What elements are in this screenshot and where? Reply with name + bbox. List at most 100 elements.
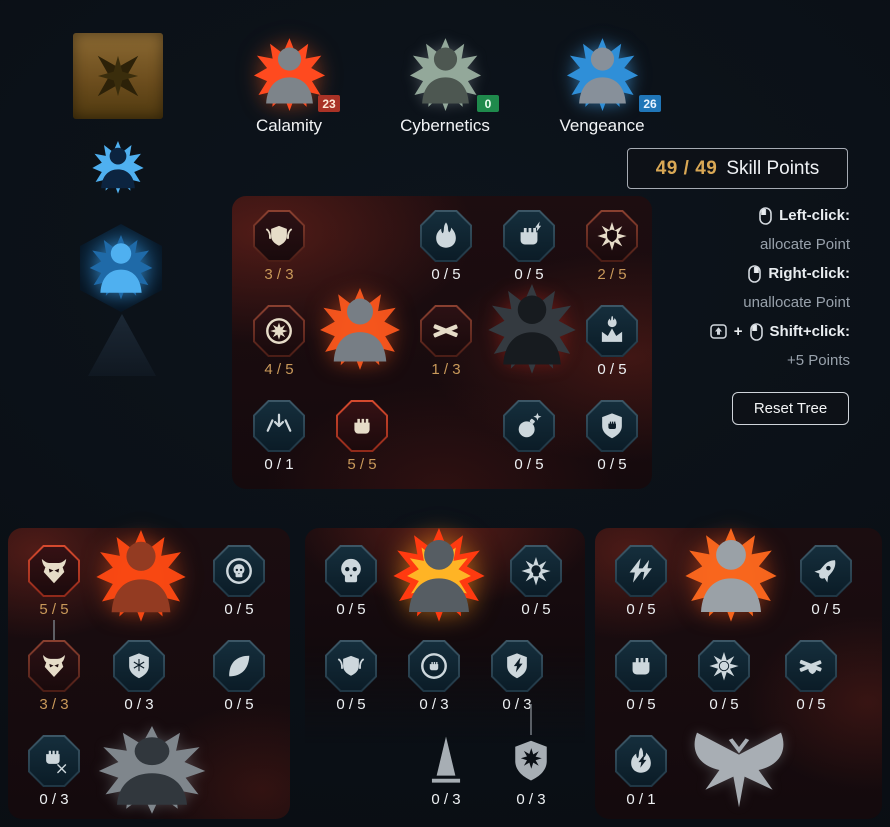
skill-node-spiked-shield[interactable]: 2 / 5	[586, 210, 638, 286]
bottom-middle-skill-panel: 0 / 5 0 / 5 0 / 5 0 / 3 0 / 3 0 / 3 0 / …	[305, 528, 585, 819]
skill-node-demon-horns[interactable]: 3 / 3	[28, 640, 80, 716]
skill-points-label: Skill Points	[726, 157, 820, 179]
sidebar-tree-banner[interactable]	[38, 139, 198, 197]
skill-node-rocket[interactable]: 0 / 5	[800, 545, 852, 621]
skill-node-skull[interactable]: 0 / 5	[325, 545, 377, 621]
skill-node-obelisk[interactable]: 0 / 3	[420, 733, 472, 809]
skill-node-leaf-burst[interactable]: 0 / 5	[213, 640, 265, 716]
tab-points-badge: 23	[318, 95, 340, 112]
skill-node-count: 4 / 5	[264, 361, 294, 378]
skill-node-count: 0 / 5	[811, 601, 841, 618]
skill-node-gun-shield[interactable]: 0 / 5	[785, 640, 837, 716]
skill-node-count: 0 / 5	[709, 696, 739, 713]
skill-node-count: 0 / 5	[336, 601, 366, 618]
skill-node-count: 3 / 3	[264, 266, 294, 283]
skill-node-count: 3 / 3	[39, 696, 69, 713]
skill-node-flame[interactable]: 0 / 5	[420, 210, 472, 286]
flame-icon	[431, 221, 461, 251]
legend-left-click-effect: allocate Point	[759, 236, 850, 253]
skill-node-shield-star[interactable]: 0 / 3	[505, 735, 557, 811]
flame-strike-icon	[626, 746, 656, 776]
skill-node-count: 0 / 5	[626, 696, 656, 713]
skill-node-spiked-star[interactable]: 0 / 5	[698, 640, 750, 716]
skill-node-count: 0 / 5	[431, 266, 461, 283]
skill-node-count: 0 / 3	[124, 696, 154, 713]
skill-node-fist[interactable]: 0 / 5	[615, 640, 667, 716]
skill-node-count: 1 / 3	[431, 361, 461, 378]
legend-right-click: Right-click:	[540, 259, 850, 288]
reset-tree-button[interactable]: Reset Tree	[732, 392, 849, 425]
skill-node-shield-fist[interactable]: 0 / 5	[586, 400, 638, 476]
bottom-right-skill-panel: 0 / 5 0 / 5 0 / 5 0 / 5 0 / 5 0 / 1	[595, 528, 882, 819]
demon-face-icon	[39, 556, 69, 586]
skill-node-count: 0 / 5	[514, 266, 544, 283]
mouse-left-icon	[759, 206, 772, 225]
skill-node-frost-shield[interactable]: 0 / 3	[113, 640, 165, 716]
skill-node-winged-shield[interactable]: 3 / 3	[253, 210, 305, 286]
skill-node-count: 0 / 5	[514, 456, 544, 473]
skill-node-winged-shield[interactable]: 0 / 5	[325, 640, 377, 716]
obelisk-icon	[421, 733, 471, 787]
calamity-class-icon: 23	[233, 34, 345, 113]
skill-node-demon-face[interactable]: 5 / 5	[28, 545, 80, 621]
skill-node-count: 0 / 3	[431, 791, 461, 808]
skill-node-count: 0 / 5	[597, 456, 627, 473]
winged-shield-icon	[336, 651, 366, 681]
frenzy-burst-icon	[264, 316, 294, 346]
legend-shift-click-effect: +5 Points	[787, 352, 850, 369]
center-skill-tree-panel: 3 / 3 0 / 5 0 / 5 2 / 5 4 / 5 1 / 3 0 / …	[232, 196, 652, 489]
tab-label: Cybernetics	[400, 116, 490, 135]
spiked-skull-icon	[521, 556, 551, 586]
skill-node-count: 0 / 5	[597, 361, 627, 378]
flame-warrior-art	[318, 288, 402, 372]
tab-label: Calamity	[255, 116, 323, 135]
skill-node-count: 5 / 5	[347, 456, 377, 473]
demon-horns-icon	[39, 651, 69, 681]
tab-cybernetics[interactable]: 0 Cybernetics	[386, 34, 504, 136]
fist-icon	[626, 651, 656, 681]
skill-node-gauntlet[interactable]: 5 / 5	[336, 400, 388, 476]
skill-points-value: 49 / 49	[655, 157, 718, 179]
skill-node-count: 0 / 1	[264, 456, 294, 473]
power-fist-icon	[514, 221, 544, 251]
skill-node-scatter-arrows[interactable]: 0 / 1	[253, 400, 305, 476]
skill-node-bomb[interactable]: 0 / 5	[503, 400, 555, 476]
tab-calamity[interactable]: 23 Calamity	[233, 34, 345, 136]
skill-node-fist-ring[interactable]: 0 / 3	[408, 640, 460, 716]
skill-node-cracked-shield[interactable]: 0 / 3	[491, 640, 543, 716]
fist-ring-icon	[419, 651, 449, 681]
skill-node-flame-strike[interactable]: 0 / 1	[615, 735, 667, 811]
tab-points-badge: 0	[477, 95, 499, 112]
skill-node-count: 0 / 5	[796, 696, 826, 713]
sidebar-empty-slot[interactable]	[88, 314, 156, 376]
skill-node-power-fist[interactable]: 0 / 5	[503, 210, 555, 286]
skill-points-counter: 49 / 49 Skill Points	[627, 148, 848, 189]
skill-node-skull-ring[interactable]: 0 / 5	[213, 545, 265, 621]
skill-node-count: 0 / 5	[224, 601, 254, 618]
crowned-flame-icon	[597, 316, 627, 346]
skill-node-count: 0 / 5	[224, 696, 254, 713]
mouse-left-icon	[749, 322, 763, 341]
vengeance-class-icon: 26	[538, 34, 666, 113]
skill-node-twin-bolts[interactable]: 0 / 5	[615, 545, 667, 621]
skill-node-crowned-flame[interactable]: 0 / 5	[586, 305, 638, 381]
skill-connector	[53, 620, 55, 640]
class-crest	[73, 33, 163, 119]
tab-vengeance[interactable]: 26 Vengeance	[538, 34, 666, 136]
shift-key-icon	[710, 324, 727, 339]
orange-warrior-art	[683, 528, 779, 624]
gun-shield-icon	[796, 651, 826, 681]
skill-node-count: 0 / 5	[521, 601, 551, 618]
skill-node-frenzy-burst[interactable]: 4 / 5	[253, 305, 305, 381]
crossed-guns-icon	[431, 316, 461, 346]
flame-helm-art	[94, 530, 188, 624]
skill-node-crossed-guns[interactable]: 1 / 3	[420, 305, 472, 381]
mouse-right-icon	[748, 264, 762, 283]
sidebar-tree-node[interactable]	[80, 224, 162, 312]
skill-node-count: 0 / 5	[626, 601, 656, 618]
skill-node-spiked-skull[interactable]: 0 / 5	[510, 545, 562, 621]
leaf-burst-icon	[224, 651, 254, 681]
skill-node-fist-x[interactable]: 0 / 3	[28, 735, 80, 811]
skill-node-count: 0 / 3	[39, 791, 69, 808]
skill-node-count: 0 / 5	[336, 696, 366, 713]
